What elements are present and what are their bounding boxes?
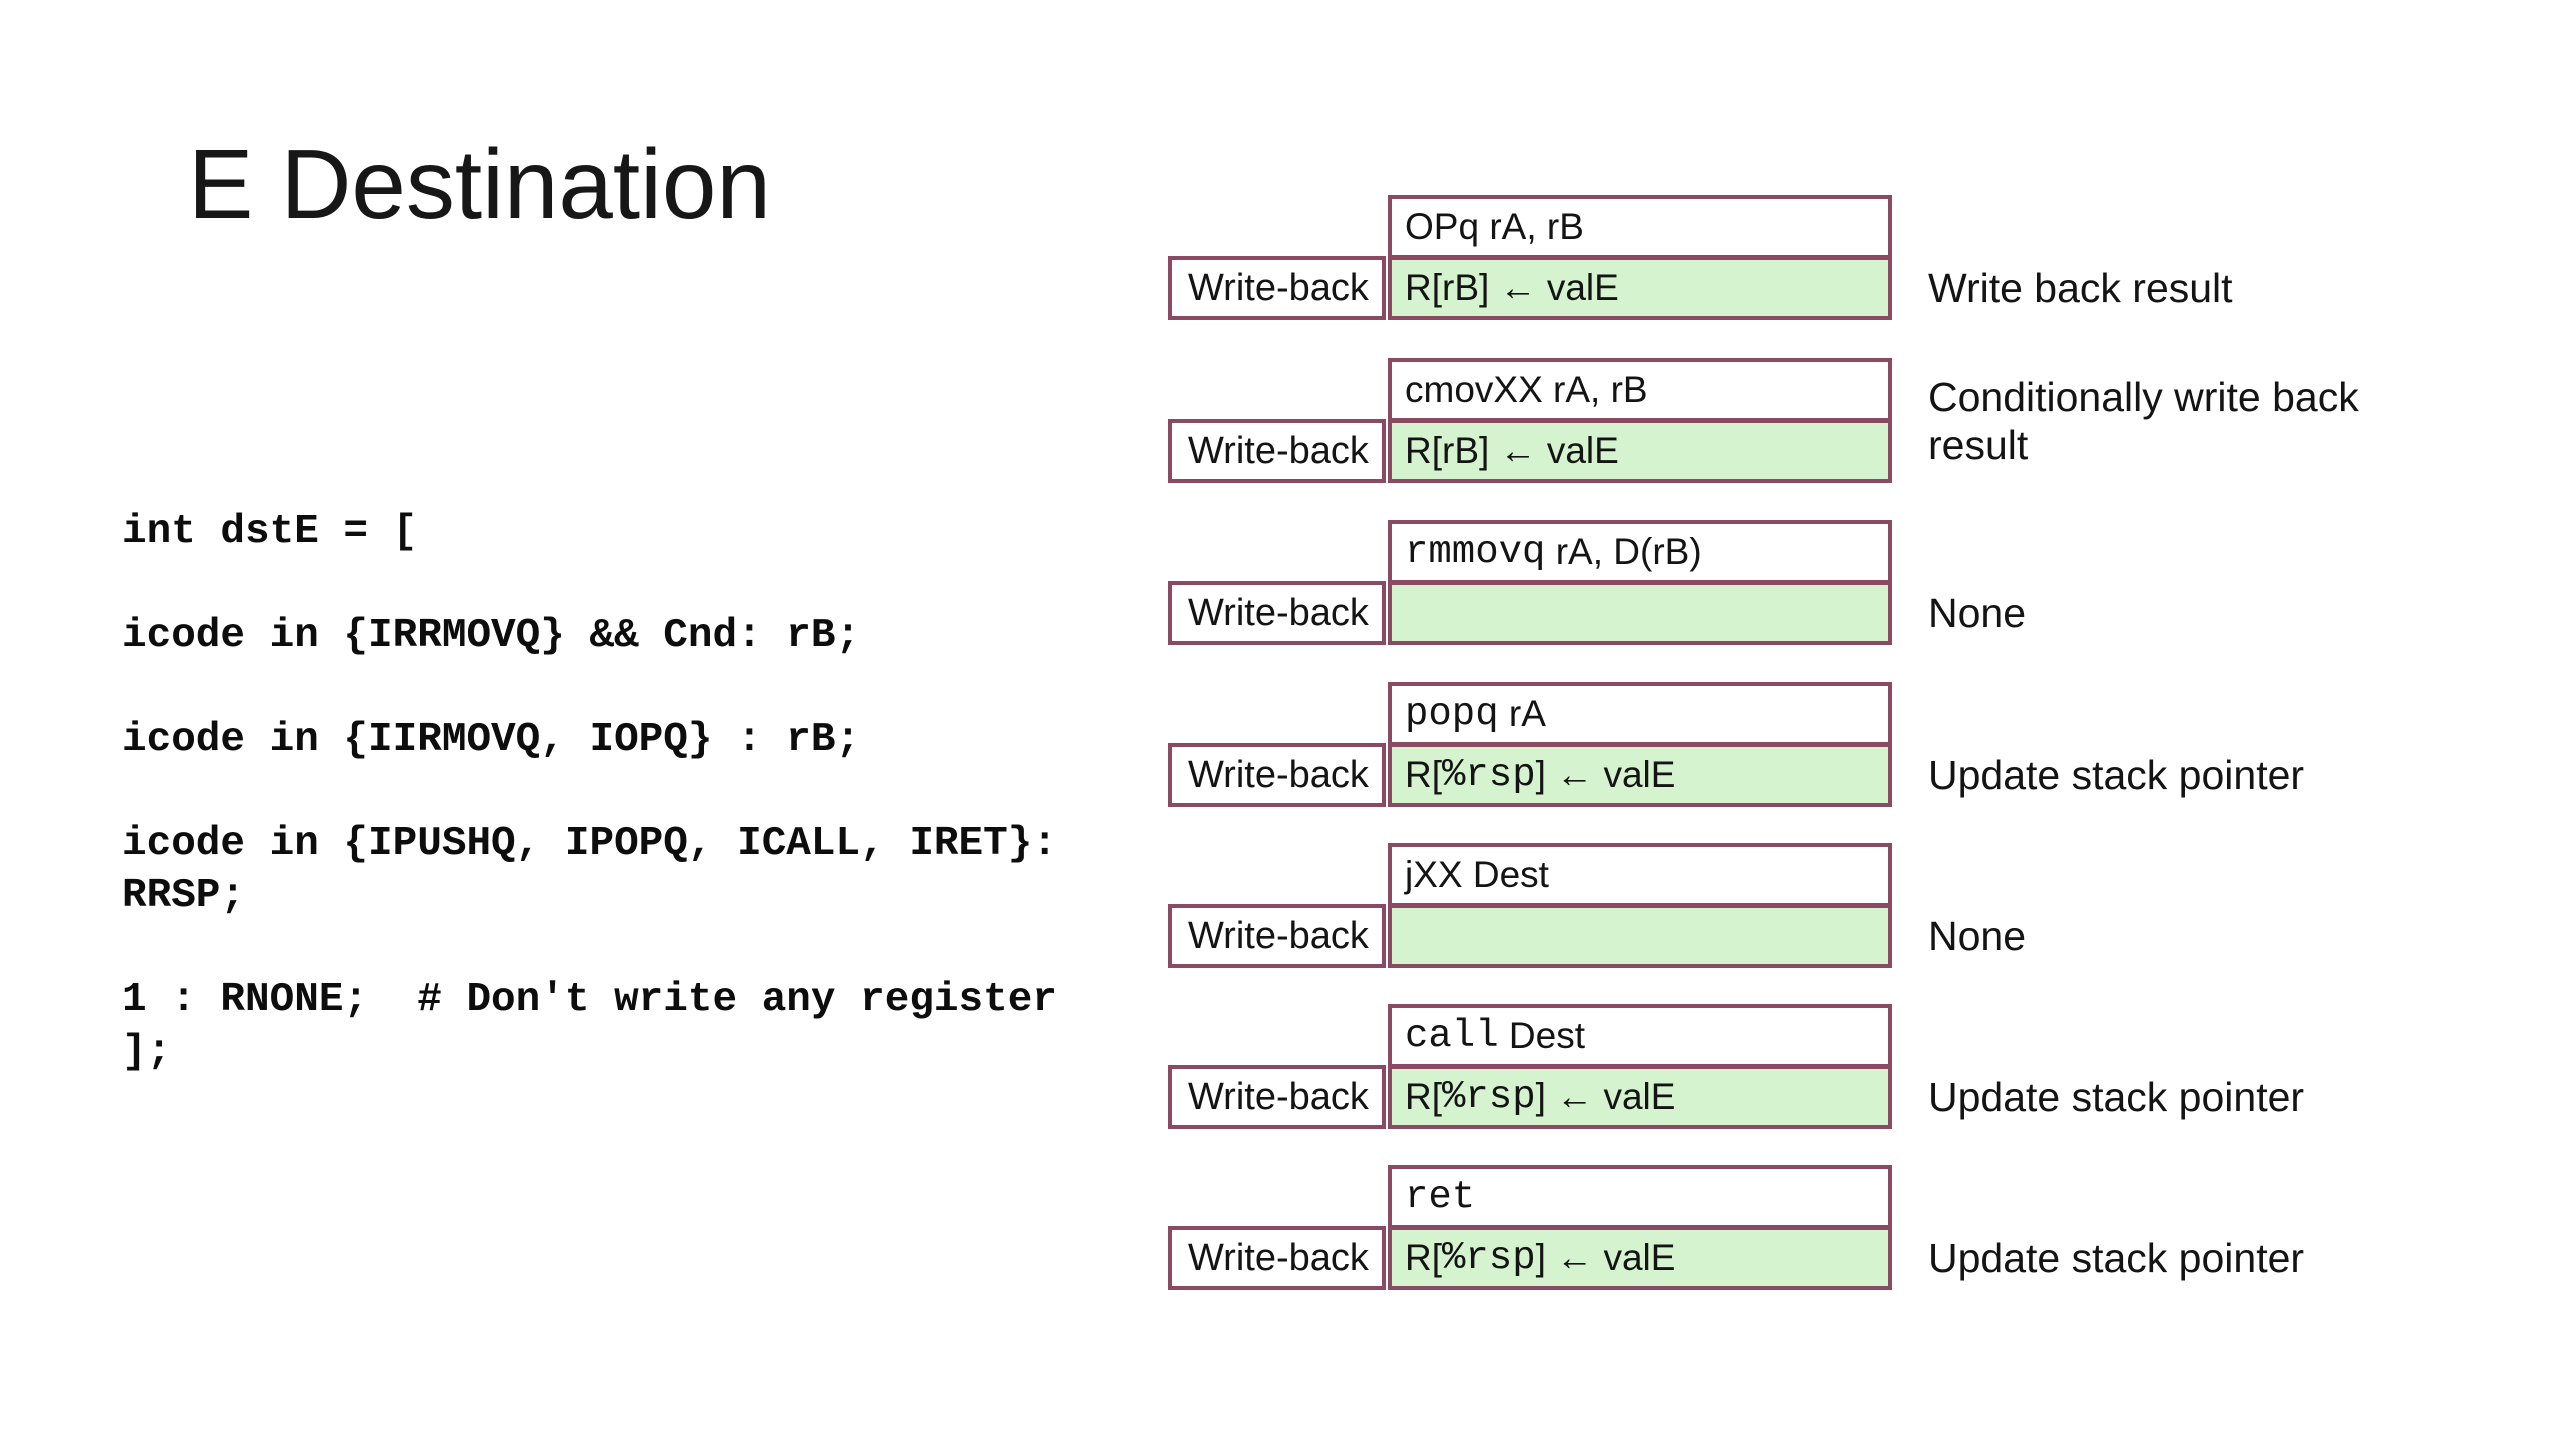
action-pre: R[ (1405, 754, 1442, 795)
action-pre: R[ (1405, 1237, 1442, 1278)
stage-label: Write-back (1188, 753, 1369, 796)
write-back-stage-box: Write-back (1168, 256, 1386, 320)
page-title: E Destination (188, 129, 771, 239)
instruction-label: OPq rA, rB (1405, 206, 1584, 247)
instruction-group-call: Write-back call Dest R[%rsp] ← valE Upda… (0, 1004, 2560, 1129)
stage-label: Write-back (1188, 429, 1369, 472)
action-post: ] ← valE (1535, 1076, 1676, 1117)
code-line: RRSP; (122, 873, 246, 919)
write-back-action-box: R[rB] ← valE (1388, 419, 1892, 483)
annotation: None (1928, 590, 2027, 636)
instruction-label: Dest (1498, 1015, 1585, 1056)
annotation: Update stack pointer (1928, 1235, 2305, 1281)
action-post: ] ← valE (1479, 267, 1619, 308)
write-back-action-box: R[%rsp] ← valE (1388, 1226, 1892, 1290)
annotation: Update stack pointer (1928, 1074, 2305, 1120)
instruction-label: rA, D(rB) (1545, 531, 1702, 572)
write-back-stage-box: Write-back (1168, 581, 1386, 645)
write-back-stage-box: Write-back (1168, 419, 1386, 483)
instruction-label: rA (1498, 693, 1546, 734)
instruction-mono: ret (1405, 1175, 1476, 1219)
write-back-action-box: R[%rsp] ← valE (1388, 743, 1892, 807)
code-line: icode in {IRRMOVQ} && Cnd: rB; (122, 613, 861, 659)
code-line: int dstE = [ (122, 509, 418, 555)
write-back-stage-box: Write-back (1168, 904, 1386, 968)
action-post: ] ← valE (1535, 1237, 1676, 1278)
instruction-box: ret (1388, 1165, 1892, 1229)
code-line: icode in {IIRMOVQ, IOPQ} : rB; (122, 717, 861, 763)
action-pre: R[ (1405, 430, 1442, 471)
write-back-stage-box: Write-back (1168, 1065, 1386, 1129)
code-block: int dstE = [ icode in {IRRMOVQ} && Cnd: … (122, 506, 1057, 1078)
instruction-label: cmovXX rA, rB (1405, 369, 1648, 410)
annotation: Write back result (1928, 265, 2233, 311)
action-post: ] ← valE (1479, 430, 1619, 471)
code-line: 1 : RNONE; # Don't write any register (122, 977, 1057, 1023)
instruction-box: cmovXX rA, rB (1388, 358, 1892, 422)
instruction-box: call Dest (1388, 1004, 1892, 1068)
instruction-mono: rmmovq (1405, 530, 1546, 574)
action-register: rB (1442, 430, 1479, 471)
stage-label: Write-back (1188, 1075, 1369, 1118)
write-back-action-box: R[rB] ← valE (1388, 256, 1892, 320)
stage-label: Write-back (1188, 591, 1369, 634)
instruction-mono: call (1405, 1014, 1499, 1058)
instruction-group-ret: Write-back ret R[%rsp] ← valE Update sta… (0, 1165, 2560, 1290)
write-back-action-box: R[%rsp] ← valE (1388, 1065, 1892, 1129)
instruction-group-cmovxx: Write-back cmovXX rA, rB R[rB] ← valE Co… (0, 358, 2560, 483)
stage-label: Write-back (1188, 914, 1369, 957)
action-register-mono: %rsp (1442, 753, 1536, 797)
action-post: ] ← valE (1535, 754, 1676, 795)
action-register: rB (1442, 267, 1479, 308)
instruction-group-jxx: Write-back jXX Dest None (0, 843, 2560, 968)
instruction-box: rmmovq rA, D(rB) (1388, 520, 1892, 584)
stage-label: Write-back (1188, 1236, 1369, 1279)
action-register-mono: %rsp (1442, 1075, 1536, 1119)
action-pre: R[ (1405, 267, 1442, 308)
instruction-group-opq: Write-back OPq rA, rB R[rB] ← valE Write… (0, 195, 2560, 320)
annotation: None (1928, 913, 2027, 959)
instruction-group-rmmovq: Write-back rmmovq rA, D(rB) None (0, 520, 2560, 645)
instruction-mono: popq (1405, 692, 1499, 736)
instruction-box: jXX Dest (1388, 843, 1892, 907)
stage-label: Write-back (1188, 266, 1369, 309)
action-pre: R[ (1405, 1076, 1442, 1117)
code-line: ]; (122, 1029, 172, 1075)
instruction-label: jXX Dest (1405, 854, 1549, 895)
action-register-mono: %rsp (1442, 1236, 1536, 1280)
instruction-box: OPq rA, rB (1388, 195, 1892, 259)
write-back-action-box (1388, 904, 1892, 968)
write-back-action-box (1388, 581, 1892, 645)
annotation: Conditionally write back result (1928, 373, 2359, 468)
write-back-stage-box: Write-back (1168, 743, 1386, 807)
write-back-stage-box: Write-back (1168, 1226, 1386, 1290)
annotation: Update stack pointer (1928, 752, 2305, 798)
instruction-box: popq rA (1388, 682, 1892, 746)
instruction-group-popq: Write-back popq rA R[%rsp] ← valE Update… (0, 682, 2560, 807)
code-line: icode in {IPUSHQ, IPOPQ, ICALL, IRET}: (122, 821, 1057, 867)
